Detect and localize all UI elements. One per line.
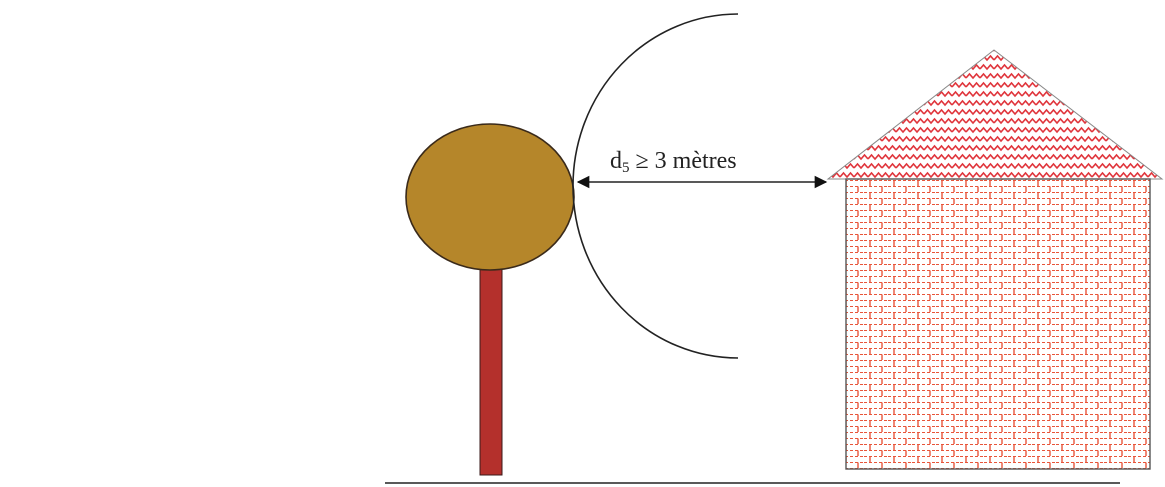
house-roof [826,49,1164,180]
tree-icon [405,123,575,476]
house-icon [826,49,1164,470]
clearance-arc [572,13,739,359]
distance-subscript: 5 [622,160,630,176]
distance-relation: ≥ 3 mètres [629,148,737,174]
distance-label: d5 ≥ 3 mètres [610,148,737,177]
distance-symbol: d [610,148,622,174]
tree-trunk [479,267,503,476]
tree-crown [405,123,575,271]
house-wall [845,178,1151,470]
